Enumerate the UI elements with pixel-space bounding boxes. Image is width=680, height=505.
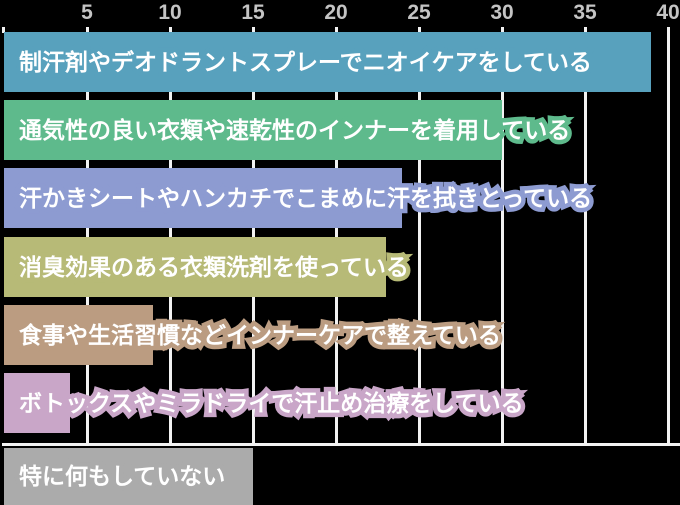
bar bbox=[4, 448, 253, 505]
gridline bbox=[334, 27, 338, 443]
bar-label-outline: 汗かきシートやハンカチでこまめに汗を拭きとっている bbox=[14, 182, 596, 214]
bar-label-text: 通気性の良い衣類や速乾性のインナーを着用している bbox=[19, 116, 571, 143]
bar-label-outline: 通気性の良い衣類や速乾性のインナーを着用している bbox=[14, 114, 574, 146]
bar-label: 消臭効果のある衣類洗剤を使っている 消臭効果のある衣類洗剤を使っている bbox=[15, 237, 414, 297]
gridline bbox=[85, 27, 89, 443]
gridline bbox=[168, 27, 172, 443]
bar-row-deodorant: 制汗剤やデオドラントスプレーでニオイケアをしている 制汗剤やデオドラントスプレー… bbox=[4, 32, 680, 92]
bar-row-breathable-clothes: 通気性の良い衣類や速乾性のインナーを着用している 通気性の良い衣類や速乾性のイン… bbox=[4, 100, 680, 160]
bar bbox=[4, 168, 402, 228]
bar bbox=[4, 305, 153, 365]
bar-label-text: 食事や生活習慣などインナーケアで整えている bbox=[19, 321, 501, 348]
bar-label: ボトックスやミラドライで汗止め治療をしている ボトックスやミラドライで汗止め治療… bbox=[15, 373, 529, 433]
gridline bbox=[251, 27, 255, 443]
bar-label-text: 消臭効果のある衣類洗剤を使っている bbox=[19, 253, 409, 280]
bar bbox=[4, 237, 386, 297]
bar-label-outline: 食事や生活習慣などインナーケアで整えている bbox=[15, 319, 506, 351]
x-tick-label: 40 bbox=[656, 1, 680, 24]
bar-label-outline: 特に何もしていない bbox=[14, 460, 229, 492]
gridline bbox=[583, 27, 587, 443]
bar-label: 食事や生活習慣などインナーケアで整えている 食事や生活習慣などインナーケアで整え… bbox=[15, 305, 506, 365]
x-tick-label: 25 bbox=[407, 1, 431, 24]
bar bbox=[4, 100, 502, 160]
bar-label-outline: 消臭効果のある衣類洗剤を使っている bbox=[15, 251, 414, 283]
gridline bbox=[417, 27, 421, 443]
bar-row-inner-care: 食事や生活習慣などインナーケアで整えている 食事や生活習慣などインナーケアで整え… bbox=[4, 305, 680, 365]
x-tick-label: 15 bbox=[241, 1, 265, 24]
x-axis-line bbox=[2, 443, 680, 446]
gridline bbox=[500, 27, 504, 443]
zero-axis-tick bbox=[2, 27, 5, 33]
bar-label-outline: 制汗剤やデオドラントスプレーでニオイケアをしている bbox=[15, 46, 597, 78]
x-tick-label: 10 bbox=[158, 1, 182, 24]
bar-label: 制汗剤やデオドラントスプレーでニオイケアをしている 制汗剤やデオドラントスプレー… bbox=[15, 32, 597, 92]
bar-label-text: 制汗剤やデオドラントスプレーでニオイケアをしている bbox=[19, 48, 592, 75]
gridline bbox=[666, 27, 670, 443]
bar bbox=[4, 32, 651, 92]
bar-row-nothing-special: 特に何もしていない 特に何もしていない bbox=[4, 448, 680, 505]
bar-row-sweat-sheets: 汗かきシートやハンカチでこまめに汗を拭きとっている 汗かきシートやハンカチでこま… bbox=[4, 168, 680, 228]
x-tick-label: 30 bbox=[490, 1, 514, 24]
bar-row-deodorizing-detergent: 消臭効果のある衣類洗剤を使っている 消臭効果のある衣類洗剤を使っている bbox=[4, 237, 680, 297]
x-tick-label: 5 bbox=[81, 1, 93, 24]
bar-label-text: ボトックスやミラドライで汗止め治療をしている bbox=[19, 389, 524, 416]
bar-row-botox-miradry: ボトックスやミラドライで汗止め治療をしている ボトックスやミラドライで汗止め治療… bbox=[4, 373, 680, 433]
bar-label: 特に何もしていない 特に何もしていない bbox=[14, 448, 229, 505]
bar-label-outline: ボトックスやミラドライで汗止め治療をしている bbox=[15, 387, 529, 419]
x-tick-label: 20 bbox=[324, 1, 348, 24]
bar bbox=[4, 373, 70, 433]
bar-label: 通気性の良い衣類や速乾性のインナーを着用している 通気性の良い衣類や速乾性のイン… bbox=[14, 100, 574, 160]
x-tick-label: 35 bbox=[573, 1, 597, 24]
bar-label-text: 特に何もしていない bbox=[19, 463, 226, 489]
bar-label: 汗かきシートやハンカチでこまめに汗を拭きとっている 汗かきシートやハンカチでこま… bbox=[14, 168, 596, 228]
bar-label-text: 汗かきシートやハンカチでこまめに汗を拭きとっている bbox=[19, 184, 593, 211]
